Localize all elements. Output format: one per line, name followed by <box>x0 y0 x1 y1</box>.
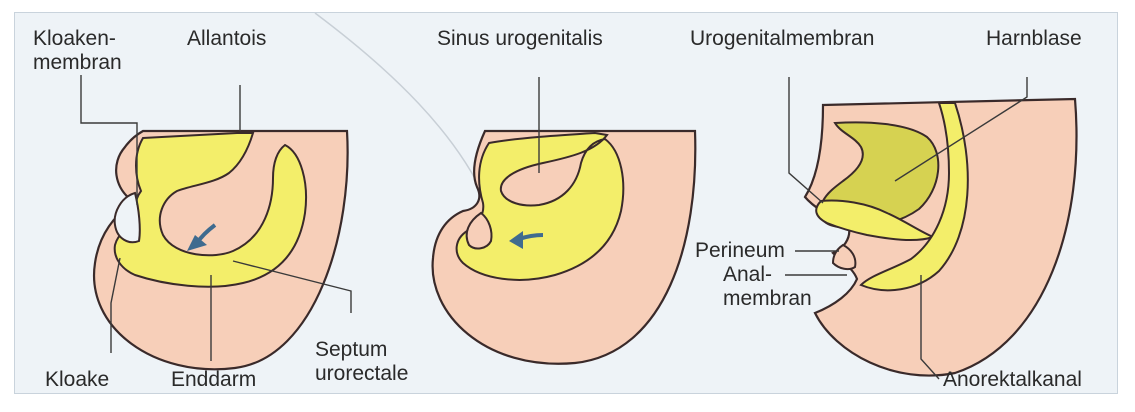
label-harnblase: Harnblase <box>986 27 1082 50</box>
label-perineum: Perineum <box>695 239 785 262</box>
label-septum-2: urorectale <box>315 362 408 385</box>
label-urogenitalmembran: Urogenitalmembran <box>690 27 874 50</box>
label-enddarm: Enddarm <box>171 368 256 391</box>
cloaca-partition-diagram: Kloaken- membran Allantois Kloake Enddar… <box>15 13 1119 395</box>
label-kloakenmembran-1: Kloaken- <box>33 27 116 50</box>
panel1-cloacal-membrane <box>115 193 140 242</box>
label-anorektalkanal: Anorektalkanal <box>943 368 1082 391</box>
label-kloake: Kloake <box>45 368 109 391</box>
embryology-figure: Kloaken- membran Allantois Kloake Enddar… <box>14 12 1118 394</box>
label-allantois: Allantois <box>187 27 266 50</box>
panel-2-sinus-urogenitalis: Sinus urogenitalis <box>433 27 696 364</box>
label-septum-1: Septum <box>315 338 387 361</box>
label-sinus-urogenitalis: Sinus urogenitalis <box>437 27 603 50</box>
label-analmembran-2: membran <box>723 287 812 310</box>
panel-3-anorectal-canal: Urogenitalmembran Harnblase Perineum Ana… <box>690 27 1082 391</box>
label-kloakenmembran-2: membran <box>33 51 122 74</box>
panel-1-cloaca: Kloaken- membran Allantois Kloake Enddar… <box>33 27 408 391</box>
label-analmembran-1: Anal- <box>723 263 772 286</box>
